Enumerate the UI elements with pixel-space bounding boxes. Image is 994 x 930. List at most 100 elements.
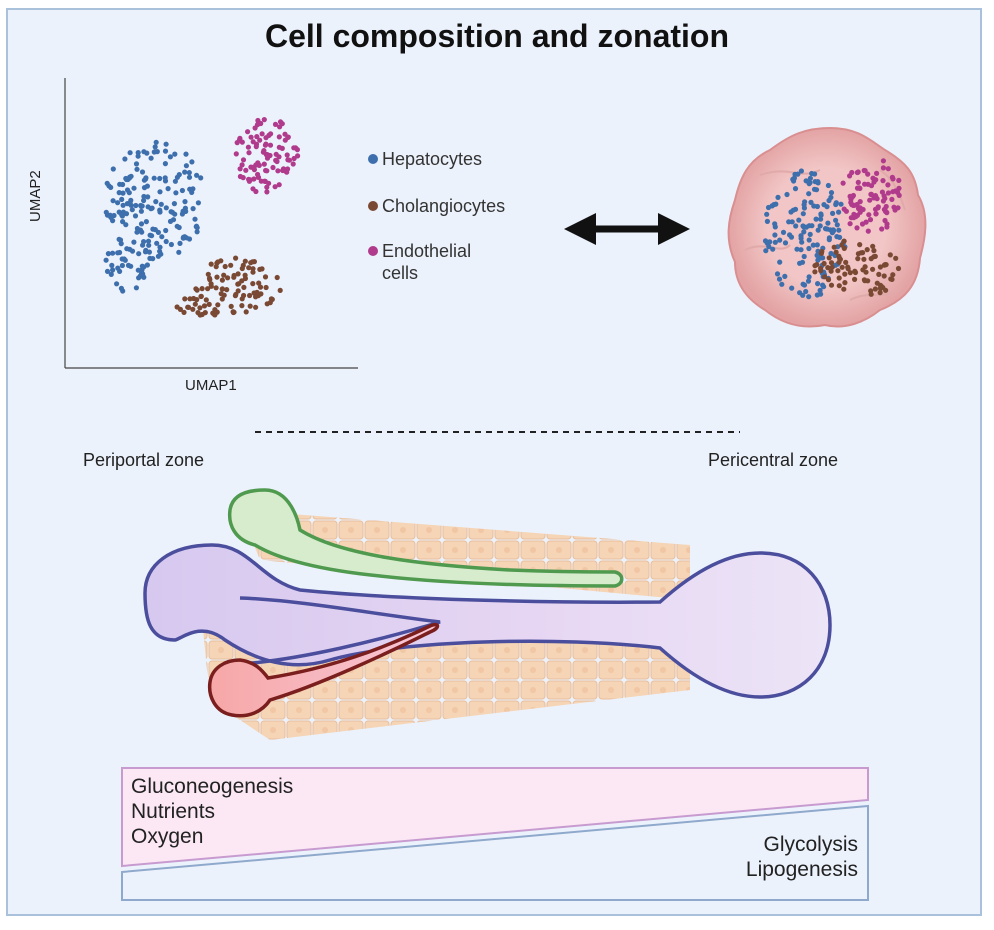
endothelial-dot [237,166,243,172]
hepatocyte-dot [813,216,819,222]
endothelial-dot [240,157,247,163]
endothelial-dot [239,162,245,168]
cholangiocyte-dot [230,309,236,316]
hepatocyte-dot [792,171,798,177]
endothelial-dot [862,181,868,187]
cholangiocyte-dot [212,307,218,313]
cholangiocyte-dot [199,286,205,292]
endothelial-dot [860,206,866,213]
endothelial-dot [251,167,257,173]
hepatocyte-dot [110,267,116,273]
umap-scatter [103,117,301,318]
endothelial-dot [868,191,875,197]
cholangiocyte-dot [825,265,831,271]
hepatocyte-dot [177,240,183,246]
hepatocyte-dot [118,241,124,247]
endothelial-dot [285,134,291,140]
endothelial-dot [295,153,301,159]
endothelial-dot [294,147,300,153]
hepatocyte-dot [104,180,110,186]
endothelial-dot [279,145,285,151]
endothelial-dot [885,190,892,196]
hepatocyte-dot [145,194,151,200]
hepatocyte-dot [815,227,821,233]
hepatocyte-dot [830,210,836,216]
hepatocyte-dot [788,234,795,240]
hepatocyte-dot [129,248,136,254]
cholangiocyte-dot [841,238,847,244]
endothelial-dot [264,189,270,195]
cholangiocyte-dot [243,309,249,315]
periportal-zone-label: Periportal zone [83,450,205,470]
hepatocyte-dot [151,149,157,155]
hepatocyte-dot [153,199,159,205]
cholangiocyte-dot [224,287,230,293]
hepatocyte-dot [800,281,806,287]
hepatocyte-dot [182,169,188,175]
hepatocyte-dot [806,294,812,300]
portal-to-central-channel [143,543,832,699]
hepatocyte-dot [140,242,146,248]
cholangiocyte-dot [246,265,252,271]
cholangiocyte-dot [872,286,879,292]
figure-title: Cell composition and zonation [265,18,729,54]
hepatocyte-dot [814,242,820,248]
hepatocyte-dot [122,156,128,162]
hepatocyte-dot [772,224,778,230]
cholangiocyte-dot [871,254,877,260]
endothelial-dot [245,144,251,150]
hepatocyte-dot [764,211,770,217]
cholangiocyte-dot [222,263,228,270]
cholangiocyte-dot [214,274,220,280]
hepatocyte-dot [811,186,818,192]
endothelial-dot [272,121,279,127]
hepatocyte-dot [135,267,141,273]
hepatocyte-dot [821,202,827,208]
cholangiocyte-dot [852,276,858,282]
bile-duct [227,488,624,588]
hepatocyte-dot [179,187,185,194]
endothelial-dot [250,186,256,192]
hepatocyte-dot [762,238,769,244]
hepatocyte-dot [141,185,148,191]
cholangiocyte-dot [235,271,241,277]
cholangiocyte-dot [258,291,264,297]
hepatocyte-dot [172,151,178,157]
hepatocyte-dot [836,227,842,233]
hepatocyte-dot [157,175,163,182]
hepatocyte-dot [775,194,781,200]
cholangiocyte-dot [247,303,253,309]
cholangiocyte-dot [177,306,183,312]
hepatocyte-dot [174,223,180,229]
hepatocyte-dot [152,144,158,150]
cholangiocyte-dot [206,301,212,307]
hepatocyte-dot [105,251,111,257]
cholangiocyte-dot [235,281,241,287]
hepatocyte-dot [799,259,806,265]
hepatocyte-dot [163,227,169,234]
cholangiocyte-dot [880,285,886,291]
hepatocyte-dot [145,204,151,210]
hepatocyte-dot [126,190,132,196]
hepatocyte-dot [168,241,174,248]
endothelial-dot [875,204,881,210]
endothelial-dot [857,185,863,191]
hepatocyte-dot [809,170,815,177]
endothelial-dot [243,167,249,173]
cholangiocyte-dot [842,280,848,286]
cholangiocyte-dot [253,294,259,300]
cholangiocyte-dot [207,277,213,283]
cholangiocyte-dot [221,272,227,278]
endothelial-dot [248,134,254,140]
cholangiocyte-dot [818,268,824,274]
cholangiocyte-dot [868,291,874,297]
zonation-gradient [121,767,869,901]
hepatocyte-dot [833,217,839,223]
hepatocyte-dot [127,150,133,156]
cholangiocyte-dot [219,286,225,292]
cholangiocyte-dot [893,255,899,261]
hepatocyte-dot [162,161,168,167]
endothelial-dot [843,208,850,214]
cholangiocyte-dot [895,265,902,272]
hepatocyte-dot [124,201,130,207]
